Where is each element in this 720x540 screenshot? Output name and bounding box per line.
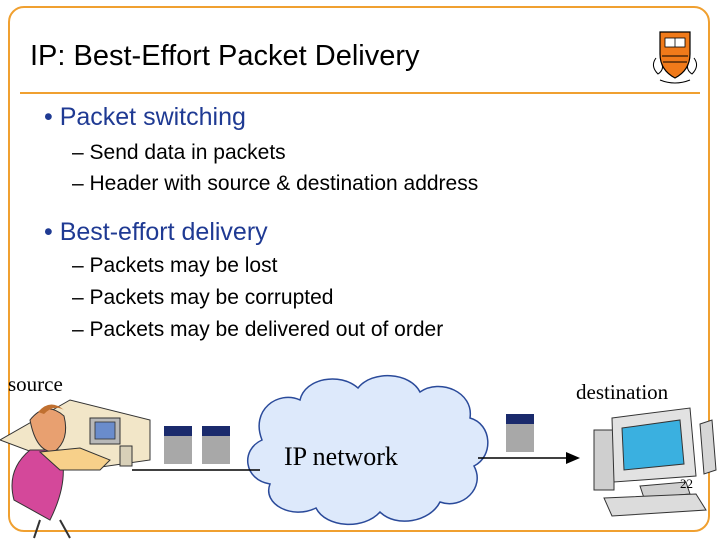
sub-bullet-text: Send data in packets <box>89 141 286 164</box>
sub-bullet: – Packets may be delivered out of order <box>72 318 444 341</box>
bullet-packet-switching: • Packet switching <box>44 103 246 131</box>
title-divider <box>20 92 700 94</box>
source-label: source <box>8 372 63 396</box>
sub-bullet: – Header with source & destination addre… <box>72 172 479 195</box>
sub-bullet: – Packets may be corrupted <box>72 286 334 309</box>
destination-label: destination <box>576 380 669 404</box>
sub-bullet-text: Header with source & destination address <box>89 172 479 195</box>
bullet-best-effort: • Best-effort delivery <box>44 218 268 246</box>
sub-bullet-text: Packets may be corrupted <box>89 286 334 309</box>
bullet-text: Best-effort delivery <box>59 218 268 246</box>
bullet-text: Packet switching <box>59 103 246 131</box>
sub-bullet: – Send data in packets <box>72 141 286 164</box>
slide-title: IP: Best-Effort Packet Delivery <box>30 40 420 72</box>
sub-bullet-text: Packets may be delivered out of order <box>89 318 444 341</box>
sub-bullet-text: Packets may be lost <box>89 254 278 277</box>
network-label: IP network <box>284 442 398 471</box>
sub-bullet: – Packets may be lost <box>72 254 278 277</box>
page-number: 22 <box>680 476 693 491</box>
slide-frame <box>8 6 710 532</box>
